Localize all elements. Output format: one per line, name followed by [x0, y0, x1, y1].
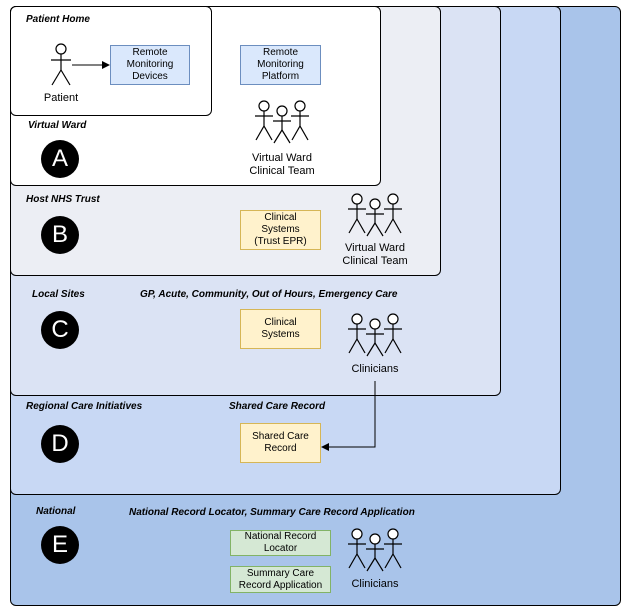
national-clinicians-icon [348, 528, 402, 572]
clinicians-to-shared-record-arrow [321, 381, 376, 451]
virtual-ward-team-icon [255, 100, 309, 144]
trust-team-label: Virtual Ward Clinical Team [328, 242, 422, 268]
shared-care-record-line-2: Record [264, 443, 297, 454]
regional-subtitle: Shared Care Record [229, 401, 326, 412]
patient-home-title: Patient Home [26, 14, 90, 25]
regional-title: Regional Care Initiatives [26, 401, 143, 412]
vw-team-line-1: Virtual Ward [252, 152, 312, 164]
local-sites-title: Local Sites [32, 289, 85, 300]
badge-b: B [41, 216, 79, 254]
badge-a: A [41, 140, 79, 178]
nrl-line-1: National Record [244, 531, 317, 542]
clinical-systems-epr-box: Clinical Systems (Trust EPR) [240, 210, 321, 250]
badge-e: E [41, 526, 79, 564]
national-subtitle: National Record Locator, Summary Care Re… [129, 507, 415, 518]
scra-line-1: Summary Care [246, 567, 315, 579]
clinical-systems-line-1: Clinical [264, 317, 297, 328]
virtual-ward-team-label: Virtual Ward Clinical Team [236, 152, 328, 178]
badge-d: D [41, 425, 79, 463]
remote-monitoring-devices-box: Remote Monitoring Devices [110, 45, 190, 85]
clinical-systems-line-2: Systems [261, 329, 300, 340]
trust-team-line-1: Virtual Ward [345, 242, 405, 254]
summary-care-record-app-box: Summary Care Record Application [230, 566, 331, 593]
virtual-ward-title: Virtual Ward [28, 120, 87, 131]
clinical-systems-epr-line-2: Systems [261, 224, 300, 235]
local-clinicians-icon [348, 313, 402, 357]
local-sites-subtitle: GP, Acute, Community, Out of Hours, Emer… [140, 289, 398, 300]
host-trust-title: Host NHS Trust [26, 194, 100, 205]
shared-care-record-line-1: Shared Care [252, 431, 309, 442]
scra-line-2: Record Application [238, 579, 323, 591]
patient-label: Patient [43, 92, 79, 104]
remote-monitoring-platform-box: Remote Monitoring Platform [240, 45, 321, 85]
clinical-systems-epr-line-1: Clinical [264, 212, 297, 223]
trust-team-line-2: Clinical Team [342, 255, 408, 267]
patient-actor-icon [51, 43, 71, 86]
nrl-line-2: Locator [263, 543, 298, 554]
trust-team-icon [348, 193, 402, 237]
national-clinicians-label: Clinicians [351, 578, 399, 590]
national-record-locator-box: National Record Locator [230, 530, 331, 556]
clinical-systems-box: Clinical Systems [240, 309, 321, 349]
clinical-systems-epr-line-3: (Trust EPR) [254, 236, 307, 247]
remote-monitoring-devices-label: Remote Monitoring Devices [126, 47, 174, 82]
shared-care-record-box: Shared Care Record [240, 423, 321, 463]
local-clinicians-label: Clinicians [351, 363, 399, 375]
vw-team-line-2: Clinical Team [249, 165, 315, 177]
national-title: National [36, 506, 76, 517]
remote-monitoring-platform-label: Remote Monitoring Platform [257, 47, 304, 82]
badge-c: C [41, 311, 79, 349]
